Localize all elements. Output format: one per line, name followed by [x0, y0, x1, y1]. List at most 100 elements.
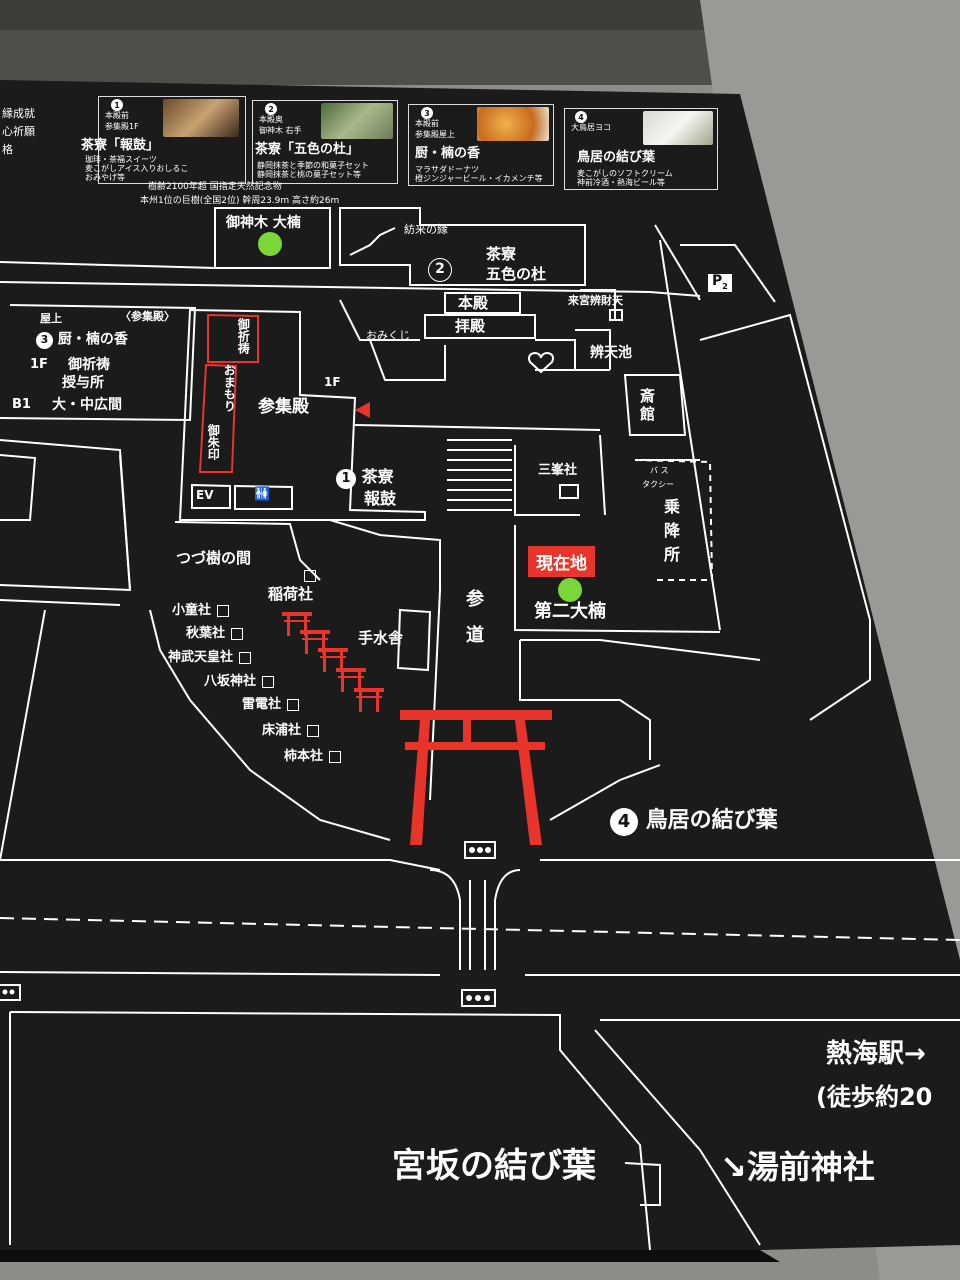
shop-card-2[interactable]: 2 本殿奥 御神木 右手 茶寮「五色の杜」 静岡抹茶と季節の和菓子セット 静岡抹… [252, 100, 398, 184]
shop-card-1-num: 1 [111, 99, 123, 111]
shrine-name-3: 八坂神社 [204, 674, 257, 689]
benzaiten-label: 来宮辨財天 [568, 294, 623, 307]
shrine-marker-4 [287, 698, 300, 711]
shop-card-3-loc-2: 参集殿屋上 [415, 130, 455, 139]
shop-card-3[interactable]: 3 本殿前 参集殿屋上 厨・楠の香 マラサダドーナツ 橙ジンジャービール・イカメ… [408, 104, 554, 186]
current-location-badge: 現在地 [528, 546, 595, 577]
second-tree-marker[interactable] [558, 578, 582, 602]
shrine-marker-2 [239, 651, 252, 664]
kitou-label: 御祈祷 [68, 357, 110, 373]
shrine-row-0[interactable]: 小童社 [172, 603, 230, 618]
floor-1f-label: 1F [30, 357, 48, 372]
shrine-name-4: 雷電社 [242, 697, 282, 712]
temizuya-label: 手水舎 [358, 629, 404, 647]
houko-label-b: 報鼓 [364, 489, 397, 508]
shrine-marker-6 [329, 750, 342, 763]
shrine-name-1: 秋葉社 [186, 626, 226, 641]
shop-card-1-loc-2: 参集殿1F [105, 122, 139, 131]
chaseki2-label-a: 茶寮 [486, 245, 517, 263]
tsuzuki-marker [298, 566, 316, 584]
goshuin-vert-label: 御朱印 [206, 424, 221, 460]
header-left-partial-1: 縁成就 [2, 107, 35, 120]
shrine-name-2: 神武天皇社 [168, 650, 234, 665]
shop-card-2-loc-2: 御神木 右手 [259, 126, 302, 135]
sacred-tree-marker[interactable] [258, 232, 282, 256]
torii-shop-row[interactable]: 4 鳥居の結び葉 [610, 808, 778, 836]
parking-sub: 2 [722, 281, 728, 291]
torii-shop-num: 4 [610, 808, 638, 836]
shop-card-4-title: 鳥居の結び葉 [577, 150, 656, 165]
kuriya-row: 3 厨・楠の香 [36, 332, 128, 349]
header-left-partial-3: 格 [2, 143, 13, 156]
yuzen-row[interactable]: ↘湯前神社 [720, 1148, 875, 1186]
parking-sign[interactable]: P2 [708, 273, 732, 292]
tsuzuki-label: つづ樹の間 [176, 549, 252, 567]
joko-label-3: 所 [664, 545, 681, 564]
shop-card-4-desc-1: 麦こがしのソフトクリーム [577, 169, 673, 178]
parking-label: P [712, 273, 723, 289]
shrine-row-4[interactable]: 雷電社 [242, 697, 300, 712]
shop-card-1-desc-3: おみやげ等 [85, 173, 125, 182]
shrine-name-5: 床浦社 [262, 723, 302, 738]
tsuzuki-square [304, 569, 316, 582]
joko-label-1: 乗 [664, 497, 681, 516]
shrine-marker-0 [217, 604, 230, 617]
miyasaka-label: 宮坂の結び葉 [392, 1146, 596, 1186]
bus-label-2: タクシー [642, 480, 674, 489]
shrine-row-1[interactable]: 秋葉社 [186, 626, 244, 641]
sacred-tree-label: 御神木 大楠 [226, 215, 301, 231]
shop-card-4-num: 4 [575, 111, 587, 123]
saikan-label-1: 斎 [640, 387, 656, 405]
chaseki2-num: 2 [428, 258, 452, 282]
shop-card-1[interactable]: 1 本殿前 参集殿1F 茶寮「報鼓」 珈琲・茶福スイーツ 麦こがしアイス入りおし… [81, 96, 246, 184]
sanshuden-label: 参集殿 [258, 397, 309, 417]
chaseki2-label-b: 五色の杜 [486, 265, 547, 283]
shop-card-1-desc-2: 麦こがしアイス入りおしるこ [85, 164, 189, 173]
shop-card-3-photo [477, 107, 549, 141]
yuzen-arrow-icon: ↘ [720, 1148, 747, 1186]
kuriya-label: 厨・楠の香 [57, 331, 128, 348]
hiroma-label: 大・中広間 [52, 397, 122, 413]
shop-card-3-loc-1: 本殿前 [415, 119, 439, 128]
sando-label-2: 道 [466, 625, 484, 646]
tree-note-2: 本州1位の巨樹(全国2位) 幹周23.9m 高さ約26m [140, 196, 340, 206]
omamori-vert-label: おまもり [222, 364, 237, 412]
bus-label-1: バ ス [650, 466, 669, 475]
shop-card-2-desc-1: 静岡抹茶と季節の和菓子セット [257, 161, 369, 170]
walk-time-label: (徒歩約20 [816, 1083, 933, 1111]
shrine-name-0: 小童社 [172, 603, 212, 618]
saikan-label-2: 館 [640, 405, 656, 423]
shop-card-4-desc-2: 神前冷酒・熱海ビール等 [577, 178, 665, 187]
shop-card-1-loc-1: 本殿前 [105, 111, 129, 120]
shrine-marker-1 [231, 627, 244, 640]
shop-card-1-photo [163, 99, 239, 137]
shop-card-4[interactable]: 4 大鳥居ヨコ 鳥居の結び葉 麦こがしのソフトクリーム 神前冷酒・熱海ビール等 [564, 108, 718, 190]
torii-shop-label: 鳥居の結び葉 [645, 808, 778, 834]
shop-card-4-photo [643, 111, 713, 145]
houko-label-a: 茶寮 [361, 467, 394, 486]
inari-label: 稲荷社 [268, 585, 314, 603]
shop-card-2-desc-2: 静岡抹茶と桃の菓子セット等 [257, 170, 361, 179]
path-label: 紡来の縁 [404, 223, 448, 236]
shrine-row-2[interactable]: 神武天皇社 [168, 650, 252, 665]
sanshuden-1f-label: 1F [324, 375, 341, 389]
haiden-label: 拝殿 [455, 317, 486, 335]
houko-num: 1 [336, 469, 356, 490]
shrine-name-6: 柿本社 [284, 749, 324, 764]
shrine-row-6[interactable]: 柿本社 [284, 749, 342, 764]
shrine-row-3[interactable]: 八坂神社 [204, 674, 275, 689]
shop-card-4-loc-1: 大鳥居ヨコ [571, 123, 611, 132]
second-tree-label: 第二大楠 [534, 601, 606, 622]
sanshuden-roof-label: 屋上 [40, 312, 62, 325]
floor-b1-label: B1 [12, 397, 31, 412]
shrine-row-5[interactable]: 床浦社 [262, 723, 320, 738]
joko-label-2: 降 [664, 521, 681, 540]
shop-card-2-loc-1: 本殿奥 [259, 115, 283, 124]
sando-label-1: 参 [466, 589, 484, 610]
sanmine-label: 三峯社 [538, 463, 578, 478]
shop-card-3-desc-1: マラサダドーナツ [415, 165, 479, 174]
restroom-icon: 🚻 [254, 487, 271, 502]
honden-label: 本殿 [458, 294, 489, 312]
tree-note-1: 樹齢2100年超 国指定天然記念物 [148, 182, 282, 192]
